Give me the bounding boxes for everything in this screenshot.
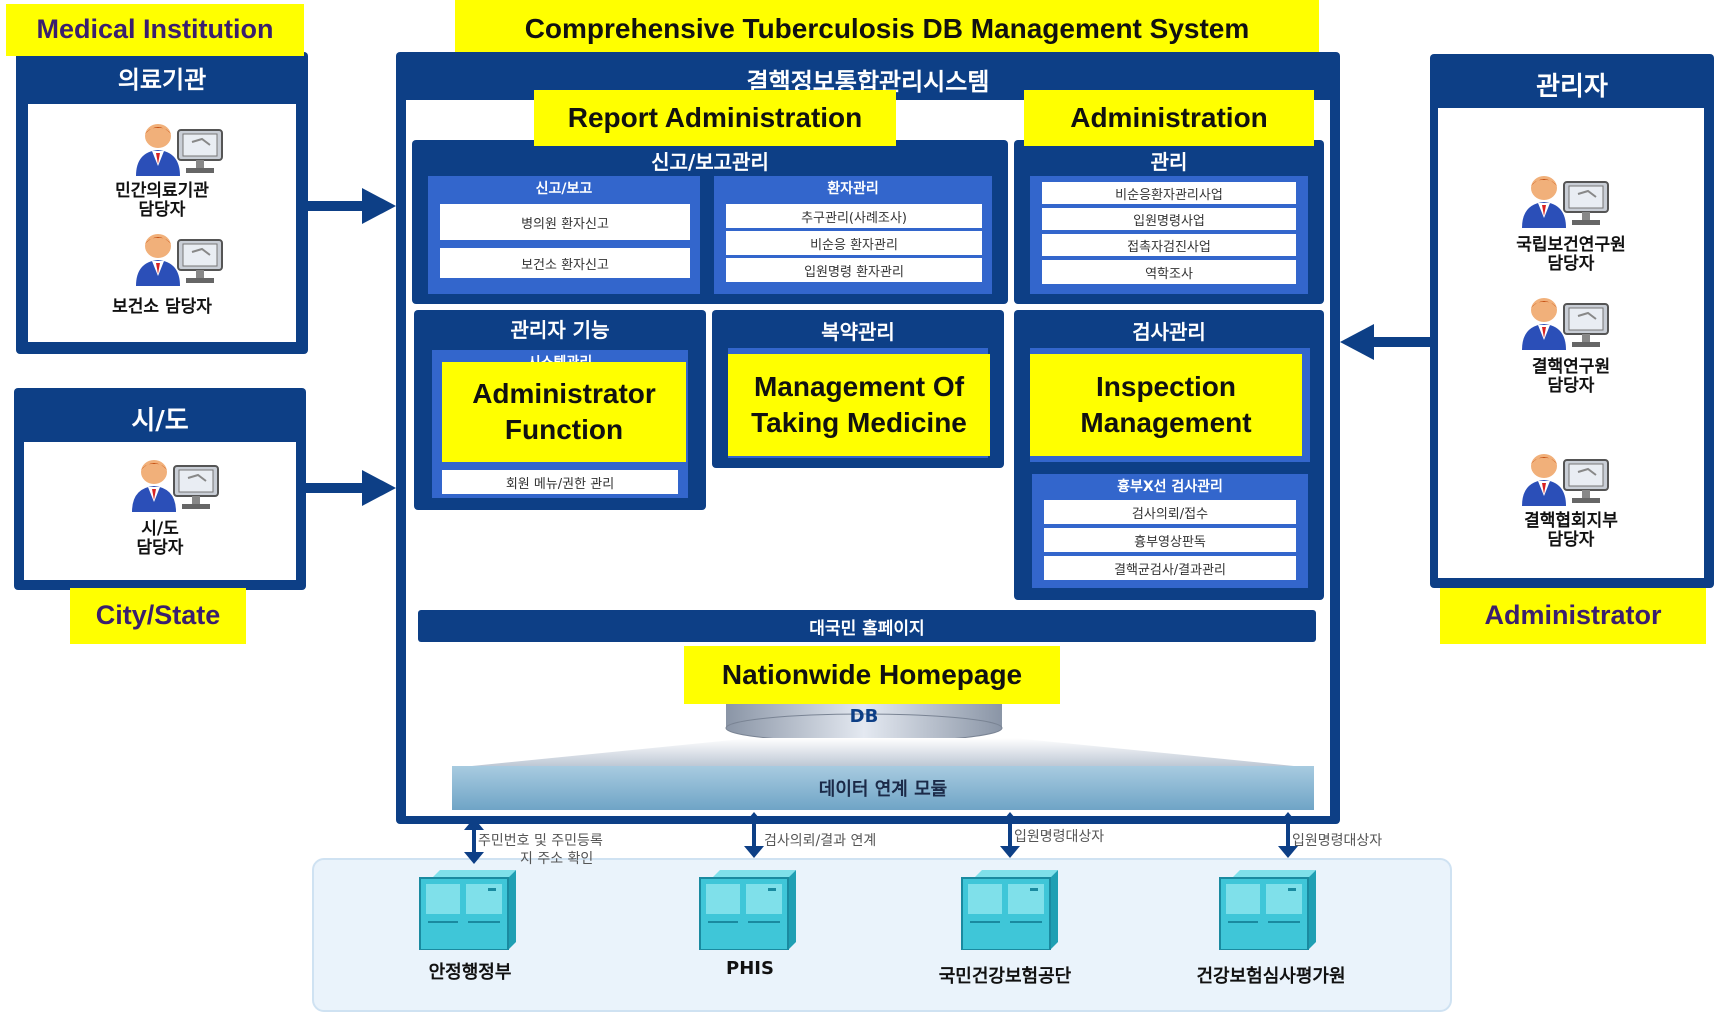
link-line2: 지 주소 확인 (520, 851, 594, 867)
admin-function-title: 관리자 기능 (510, 318, 610, 342)
administrator-panel: 관리자 국립보건연구원 담당자 결핵연구원 담당자 결핵협회지부 담당자 (1430, 54, 1714, 588)
server-label-phis: PHIS (726, 958, 774, 979)
funnel-shape (452, 738, 1314, 768)
tb-institute-person-label: 결핵연구원 담당자 (1448, 358, 1694, 396)
inspection-label-en: Inspection Management (1030, 354, 1302, 456)
double-arrow-icon (1278, 812, 1298, 858)
homepage-label-en: Nationwide Homepage (684, 646, 1060, 704)
patient-sub-title: 환자관리 (827, 181, 879, 197)
link-line1: 입원명령대상자 (1292, 833, 1383, 849)
person-line2: 담당자 (136, 538, 184, 558)
person-line2: 담당자 (1547, 376, 1595, 396)
person-line1: 결핵연구원 (1531, 357, 1611, 377)
person-line2: 담당자 (1547, 530, 1595, 550)
report-admin-block: 신고/보고관리 신고/보고 병의원 환자신고 보건소 환자신고 환자관리 추구관… (412, 140, 1008, 304)
city-state-title: 시/도 (131, 406, 189, 436)
person-icon (128, 232, 228, 288)
city-state-panel: 시/도 시/도 담당자 (14, 388, 306, 590)
person-icon (1514, 452, 1614, 508)
data-linkage-module: 데이터 연계 모듈 (452, 766, 1314, 810)
nih-person-label: 국립보건연구원 담당자 (1448, 236, 1694, 274)
person-line1: 시/도 (141, 519, 179, 539)
server-icon (960, 868, 1060, 950)
system-title-en: Comprehensive Tuberculosis DB Management… (455, 0, 1319, 58)
report-sub-box: 신고/보고 병의원 환자신고 보건소 환자신고 (426, 174, 702, 296)
xray-sub-box: 흉부X선 검사관리 검사의뢰/접수 흉부영상판독 결핵균검사/결과관리 (1030, 472, 1310, 590)
person-icon (1514, 174, 1614, 230)
administrator-title: 관리자 (1536, 72, 1608, 102)
server-label-nhis: 국민건강보험공단 (938, 966, 1072, 987)
report-admin-label-en: Report Administration (534, 90, 896, 146)
link-label-hospitalization-1: 입원명령대상자 (1014, 828, 1194, 846)
person-line1: 보건소 담당자 (112, 297, 212, 317)
person-line2: 담당자 (138, 200, 186, 220)
xray-item: 결핵균검사/결과관리 (1044, 556, 1296, 580)
patient-item: 비순응 환자관리 (726, 231, 982, 255)
patient-item: 입원명령 환자관리 (726, 258, 982, 282)
person-icon (124, 458, 224, 514)
xray-item: 검사의뢰/접수 (1044, 500, 1296, 524)
double-arrow-icon (1000, 812, 1020, 858)
db-label: DB (849, 706, 879, 727)
medical-institution-panel: 의료기관 민간의료기관 담당자 보건소 담당자 (16, 52, 308, 354)
person-icon (1514, 296, 1614, 352)
xray-item: 흉부영상판독 (1044, 528, 1296, 552)
medical-institution-title: 의료기관 (117, 66, 207, 94)
patient-sub-box: 환자관리 추구관리(사례조사) 비순응 환자관리 입원명령 환자관리 (712, 174, 994, 296)
report-item: 병의원 환자신고 (440, 204, 690, 240)
administration-item: 비순응환자관리사업 (1042, 182, 1296, 204)
link-label-resident: 주민번호 및 주민등록 지 주소 확인 (478, 832, 708, 868)
medical-institution-body: 민간의료기관 담당자 보건소 담당자 (28, 104, 296, 342)
administration-item: 입원명령사업 (1042, 208, 1296, 230)
inspection-title: 검사관리 (1132, 320, 1206, 344)
administration-block: 관리 비순응환자관리사업 입원명령사업 접촉자검진사업 역학조사 (1014, 140, 1324, 304)
administration-sub-box: 비순응환자관리사업 입원명령사업 접촉자검진사업 역학조사 (1028, 174, 1310, 296)
link-line1: 주민번호 및 주민등록 (478, 833, 603, 849)
link-line1: 검사의뢰/결과 연계 (764, 833, 877, 849)
person-line2: 담당자 (1547, 254, 1595, 274)
city-state-body: 시/도 담당자 (24, 442, 296, 580)
server-icon (418, 868, 518, 950)
server-icon (1218, 868, 1318, 950)
server-icon (698, 868, 798, 950)
administrator-label-en: Administrator (1440, 588, 1706, 644)
medical-institution-label-en: Medical Institution (6, 4, 304, 56)
server-label-mois: 안정행정부 (428, 962, 512, 983)
administration-item: 역학조사 (1042, 260, 1296, 284)
report-sub-title: 신고/보고 (535, 181, 593, 197)
medicine-title: 복약관리 (821, 320, 895, 344)
link-label-hospitalization-2: 입원명령대상자 (1292, 832, 1462, 850)
double-arrow-icon (464, 818, 484, 864)
administration-item: 접촉자검진사업 (1042, 234, 1296, 256)
city-state-person-label: 시/도 담당자 (44, 520, 276, 558)
arrow-right-icon (306, 470, 396, 506)
person-line1: 결핵협회지부 (1524, 511, 1618, 531)
administrator-body: 국립보건연구원 담당자 결핵연구원 담당자 결핵협회지부 담당자 (1438, 108, 1704, 578)
member-menu-item: 회원 메뉴/권한 관리 (442, 470, 678, 494)
administration-label-en: Administration (1024, 90, 1314, 146)
link-line1: 입원명령대상자 (1014, 829, 1105, 845)
person-icon (128, 122, 228, 178)
administration-title: 관리 (1150, 150, 1188, 174)
link-label-inspection: 검사의뢰/결과 연계 (764, 832, 984, 850)
xray-title: 흉부X선 검사관리 (1117, 479, 1223, 495)
person-line1: 국립보건연구원 (1516, 235, 1626, 255)
server-label-hira: 건강보험심사평가원 (1196, 966, 1346, 987)
patient-item: 추구관리(사례조사) (726, 204, 982, 228)
arrow-right-icon (308, 188, 396, 224)
private-medical-person-label: 민간의료기관 담당자 (48, 182, 276, 220)
tb-association-person-label: 결핵협회지부 담당자 (1448, 512, 1694, 550)
homepage-bar: 대국민 홈페이지 (418, 610, 1316, 642)
medicine-label-en: Management Of Taking Medicine (728, 354, 990, 456)
double-arrow-icon (744, 812, 764, 858)
city-state-label-en: City/State (70, 588, 246, 644)
person-line1: 민간의료기관 (115, 181, 209, 201)
arrow-left-icon (1340, 324, 1430, 360)
admin-function-label-en: Administrator Function (442, 362, 686, 462)
health-center-person-label: 보건소 담당자 (48, 298, 276, 317)
report-admin-title: 신고/보고관리 (651, 150, 769, 174)
report-item: 보건소 환자신고 (440, 248, 690, 278)
